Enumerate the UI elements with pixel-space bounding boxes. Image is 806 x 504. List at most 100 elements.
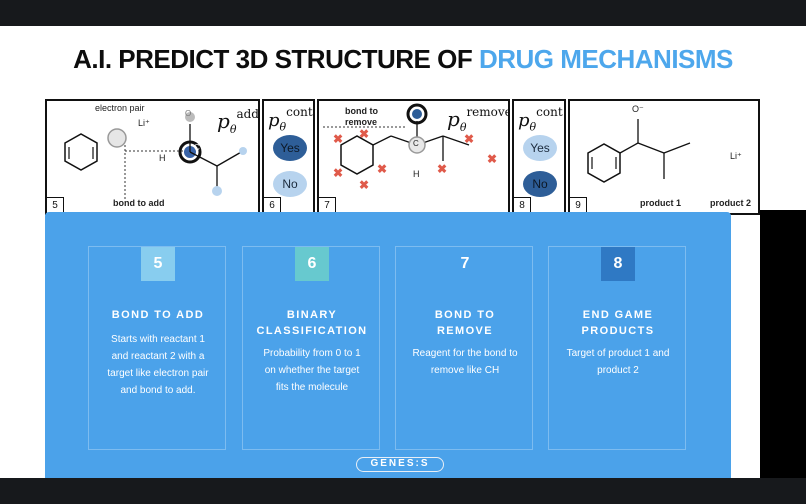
molecule-diagram-5	[64, 112, 247, 199]
card-number-badge: 7	[448, 247, 482, 281]
right-dark-edge	[760, 210, 806, 478]
bond-line	[619, 142, 639, 154]
diagram-panel-7: ✖ ✖ ✖ ✖ ✖ ✖ ✖ ✖ bond to remove C H pθ rem…	[317, 99, 510, 215]
card-end-game-products: 8 END GAME PRODUCTS Target of product 1 a…	[548, 246, 686, 450]
label-h: H	[159, 153, 166, 163]
param-p: p	[217, 109, 230, 133]
benzene-ring	[340, 135, 374, 175]
no-option: No	[523, 171, 557, 197]
card-title-line-2: PRODUCTS	[581, 325, 655, 337]
param-p: p	[518, 110, 530, 131]
top-bar	[0, 0, 806, 26]
label-o-minus: O⁻	[632, 104, 644, 114]
card-title-line-1: BOND TO ADD	[111, 309, 205, 321]
diagram-panel-9: O⁻ Li⁺ product 1 product 2 9	[568, 99, 760, 215]
card-description: Starts with reactant 1 and reactant 2 wi…	[107, 334, 209, 396]
yes-option: Yes	[523, 135, 557, 161]
panel-number: 8	[514, 197, 531, 213]
bond-line	[442, 135, 470, 146]
card-title-line-1: BINARY	[286, 309, 338, 321]
bond-line	[663, 142, 691, 154]
param-p-add: pθ add	[217, 107, 259, 136]
title-part-1: A.I. PREDICT 3D STRUCTURE OF	[73, 44, 479, 74]
param-sub: θ	[229, 123, 237, 136]
label-product-1: product 1	[640, 198, 682, 208]
page-title: A.I. PREDICT 3D STRUCTURE OF DRUG MECHAN…	[0, 44, 806, 75]
label-li: Li⁺	[730, 151, 742, 161]
card-description: Reagent for the bond to remove like CH	[412, 348, 518, 376]
x-mark: ✖	[437, 162, 447, 176]
card-number-badge: 8	[601, 247, 635, 281]
param-sup: cont	[536, 105, 563, 119]
param-sup: cont	[286, 105, 313, 119]
card-description: Probability from 0 to 1 on whether the t…	[263, 348, 361, 393]
bond-line	[372, 135, 392, 146]
diagram-panel-6: pθcont Yes No 6	[262, 99, 315, 215]
card-description: Target of product 1 and product 2	[566, 348, 670, 376]
card-title: BOND TO ADD	[89, 307, 227, 323]
param-sub: θ	[279, 120, 287, 134]
card-title: BINARY CLASSIFICATION	[243, 307, 381, 339]
molecule-diagram-7: ✖ ✖ ✖ ✖ ✖ ✖ ✖ ✖	[323, 103, 497, 192]
x-mark: ✖	[464, 132, 474, 146]
card-bond-to-remove: 7 BOND TO REMOVE Reagent for the bond to …	[395, 246, 533, 450]
bond-line	[216, 150, 244, 167]
param-sup: remove	[466, 105, 510, 119]
yes-option: Yes	[273, 135, 307, 161]
card-title: END GAME PRODUCTS	[549, 307, 687, 339]
card-bond-to-add: 5 BOND TO ADD Starts with reactant 1 and…	[88, 246, 226, 450]
bond-line	[189, 151, 218, 167]
panel-number: 7	[319, 197, 336, 213]
x-mark: ✖	[377, 162, 387, 176]
bottom-bar	[0, 478, 806, 504]
benzene-ring	[64, 133, 98, 171]
atom-dot	[212, 186, 222, 196]
label-bond-to: bond to	[345, 106, 378, 116]
card-title-line-1: END GAME	[582, 309, 654, 321]
label-c: C	[413, 139, 419, 148]
card-title-line-2: CLASSIFICATION	[256, 325, 368, 337]
panel-number: 5	[47, 197, 64, 213]
remove-target-marker	[406, 103, 428, 125]
atom-dot	[239, 147, 247, 155]
label-c: C	[194, 143, 200, 152]
label-o: O	[185, 109, 192, 118]
x-mark: ✖	[487, 152, 497, 166]
benzene-ring	[587, 143, 621, 183]
remove-target-fill	[412, 109, 422, 119]
x-mark: ✖	[333, 166, 343, 180]
panel-number: 6	[264, 197, 281, 213]
param-sub: θ	[459, 121, 467, 134]
title-highlight: DRUG MECHANISMS	[478, 44, 733, 74]
diagram-panel-8: pθcont Yes No 8	[512, 99, 566, 215]
param-p-cont: pθcont	[268, 105, 313, 134]
x-mark: ✖	[359, 178, 369, 192]
diagram-panel-5: electron pair Li⁺ O H C bond to add pθad…	[45, 99, 260, 215]
card-title-line-2: REMOVE	[436, 325, 494, 337]
card-number-badge: 5	[141, 247, 175, 281]
x-mark: ✖	[359, 127, 369, 141]
card-title: BOND TO REMOVE	[396, 307, 534, 339]
param-p: p	[447, 107, 460, 131]
label-remove: remove	[345, 117, 378, 127]
param-p: p	[268, 110, 280, 131]
param-sup: add	[236, 107, 259, 121]
label-electron-pair: electron pair	[95, 103, 145, 113]
no-option: No	[273, 171, 307, 197]
atom-dot	[185, 112, 195, 122]
label-product-2: product 2	[710, 198, 752, 208]
info-panel: 5 BOND TO ADD Starts with reactant 1 and…	[45, 212, 731, 478]
card-number-badge: 6	[295, 247, 329, 281]
label-h: H	[413, 169, 420, 179]
label-li: Li⁺	[138, 118, 150, 128]
card-binary-classification: 6 BINARY CLASSIFICATION Probability from …	[242, 246, 380, 450]
param-p-cont: pθcont	[518, 105, 563, 134]
bond-line	[637, 142, 665, 154]
panel-number: 9	[570, 197, 587, 213]
card-title-line-1: BOND TO	[434, 309, 496, 321]
param-p-remove: pθ remove	[447, 105, 510, 134]
genesis-logo: GENES:S	[356, 457, 444, 472]
molecule-diagram-9	[587, 119, 691, 183]
electron-pair-marker	[107, 128, 127, 148]
center-atom	[408, 136, 426, 154]
